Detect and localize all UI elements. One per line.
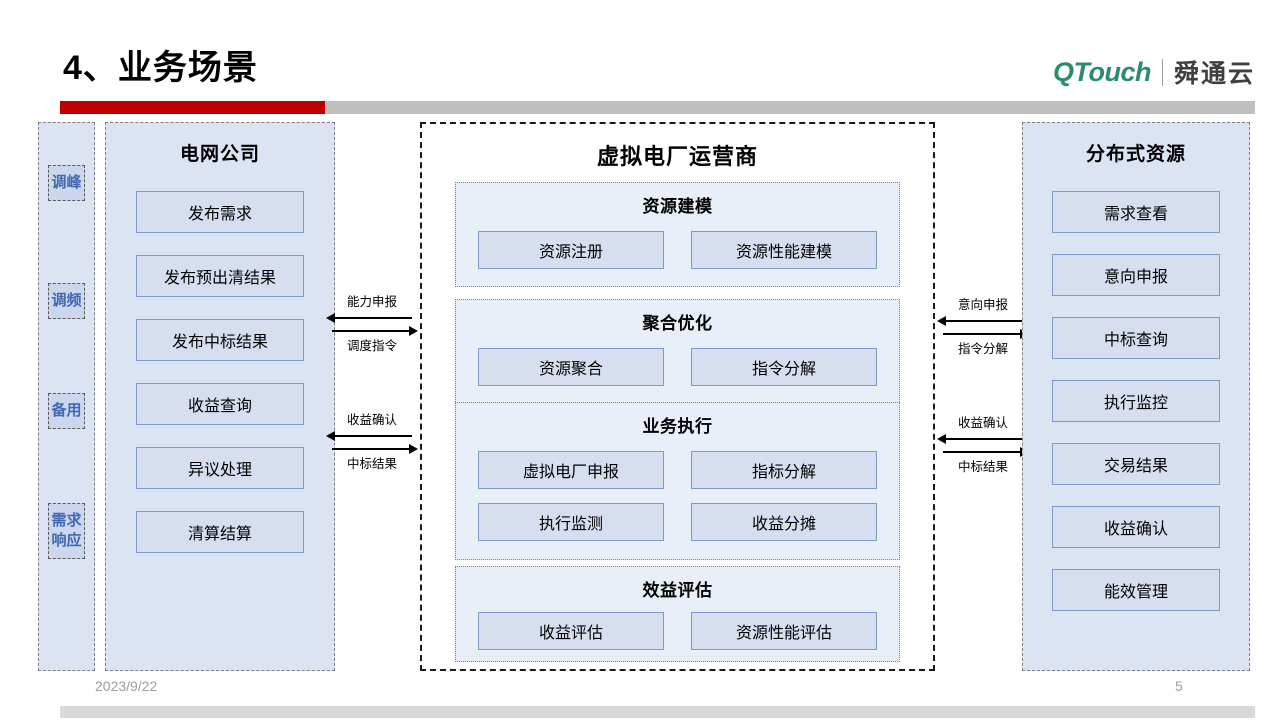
list-item[interactable]: 需求查看 bbox=[1052, 191, 1220, 233]
grid-company-column: 电网公司 发布需求 发布预出清结果 发布中标结果 收益查询 异议处理 清算结算 bbox=[105, 122, 335, 671]
rail-item-tiaopin[interactable]: 调频 bbox=[48, 283, 85, 319]
arrow-label: 能力申报 bbox=[346, 295, 397, 309]
arrow-label: 意向申报 bbox=[957, 298, 1008, 312]
title-underline-bar bbox=[60, 101, 1255, 114]
arrow-right-icon bbox=[326, 442, 418, 455]
brand-logo: QTouch 舜通云 bbox=[1053, 55, 1255, 89]
logo-divider bbox=[1161, 58, 1163, 86]
vpp-operator-column: 虚拟电厂运营商 资源建模 资源注册 资源性能建模 聚合优化 资源聚合 指令分解 … bbox=[420, 122, 935, 671]
grid-company-title: 电网公司 bbox=[179, 144, 260, 165]
arrow-label: 中标结果 bbox=[346, 457, 397, 471]
list-item[interactable]: 中标查询 bbox=[1052, 317, 1220, 359]
left-arrow-group-bottom: 收益确认 中标结果 bbox=[326, 411, 418, 473]
list-item[interactable]: 收益确认 bbox=[1052, 506, 1220, 548]
list-item[interactable]: 资源聚合 bbox=[478, 348, 664, 386]
scenario-rail: 调峰 调频 备用 需求响应 bbox=[38, 122, 95, 671]
list-item[interactable]: 执行监测 bbox=[478, 503, 664, 541]
page-title: 4、业务场景 bbox=[63, 49, 258, 87]
arrow-right-icon bbox=[326, 324, 418, 337]
distributed-resources-list: 需求查看 意向申报 中标查询 执行监控 交易结果 收益确认 能效管理 bbox=[1023, 191, 1249, 632]
title-underline-accent bbox=[60, 101, 325, 114]
list-item[interactable]: 指令分解 bbox=[691, 348, 877, 386]
section-title: 效益评估 bbox=[642, 581, 713, 600]
logo-chinese-name: 舜通云 bbox=[1173, 60, 1255, 88]
list-item[interactable]: 意向申报 bbox=[1052, 254, 1220, 296]
distributed-resources-title: 分布式资源 bbox=[1085, 144, 1186, 165]
arrow-label: 中标结果 bbox=[957, 460, 1008, 474]
footer-bar bbox=[60, 706, 1255, 718]
list-item[interactable]: 资源性能评估 bbox=[691, 612, 877, 650]
arrow-left-icon bbox=[326, 429, 418, 442]
distributed-resources-column: 分布式资源 需求查看 意向申报 中标查询 执行监控 交易结果 收益确认 能效管理 bbox=[1022, 122, 1250, 671]
list-item[interactable]: 发布预出清结果 bbox=[136, 255, 304, 297]
section-benefit-evaluation: 效益评估 收益评估 资源性能评估 bbox=[455, 566, 900, 662]
arrow-label: 调度指令 bbox=[346, 339, 397, 353]
list-item[interactable]: 资源性能建模 bbox=[691, 231, 877, 269]
list-item[interactable]: 能效管理 bbox=[1052, 569, 1220, 611]
section-business-execution: 业务执行 虚拟电厂申报 指标分解 执行监测 收益分摊 bbox=[455, 402, 900, 560]
list-item[interactable]: 收益评估 bbox=[478, 612, 664, 650]
list-item[interactable]: 交易结果 bbox=[1052, 443, 1220, 485]
list-item[interactable]: 发布需求 bbox=[136, 191, 304, 233]
footer-date: 2023/9/22 bbox=[95, 678, 158, 694]
list-item[interactable]: 收益分摊 bbox=[691, 503, 877, 541]
section-title: 资源建模 bbox=[642, 197, 713, 216]
rail-item-beiyong[interactable]: 备用 bbox=[48, 393, 85, 429]
arrow-left-icon bbox=[937, 314, 1029, 327]
rail-item-xuqiuxiangying[interactable]: 需求响应 bbox=[48, 503, 85, 559]
section-items: 资源聚合 指令分解 bbox=[478, 348, 877, 386]
list-item[interactable]: 清算结算 bbox=[136, 511, 304, 553]
list-item[interactable]: 资源注册 bbox=[478, 231, 664, 269]
vpp-operator-title: 虚拟电厂运营商 bbox=[596, 144, 758, 169]
list-item[interactable]: 指标分解 bbox=[691, 451, 877, 489]
logo-wordmark: QTouch bbox=[1052, 56, 1152, 87]
arrow-label: 收益确认 bbox=[957, 416, 1008, 430]
section-items: 虚拟电厂申报 指标分解 执行监测 收益分摊 bbox=[478, 451, 877, 541]
right-arrow-group-bottom: 收益确认 中标结果 bbox=[937, 414, 1029, 476]
section-items: 资源注册 资源性能建模 bbox=[478, 231, 877, 269]
rail-item-tiaofeng[interactable]: 调峰 bbox=[48, 165, 85, 201]
arrow-left-icon bbox=[326, 311, 418, 324]
list-item[interactable]: 执行监控 bbox=[1052, 380, 1220, 422]
arrow-left-icon bbox=[937, 432, 1029, 445]
list-item[interactable]: 异议处理 bbox=[136, 447, 304, 489]
footer-page-number: 5 bbox=[1175, 678, 1183, 694]
arrow-label: 指令分解 bbox=[957, 342, 1008, 356]
section-items: 收益评估 资源性能评估 bbox=[478, 612, 877, 650]
arrow-label: 收益确认 bbox=[346, 413, 397, 427]
section-aggregation-optimization: 聚合优化 资源聚合 指令分解 bbox=[455, 299, 900, 404]
right-arrow-group-top: 意向申报 指令分解 bbox=[937, 296, 1029, 358]
section-title: 业务执行 bbox=[642, 417, 713, 436]
arrow-right-icon bbox=[937, 327, 1029, 340]
list-item[interactable]: 发布中标结果 bbox=[136, 319, 304, 361]
list-item[interactable]: 收益查询 bbox=[136, 383, 304, 425]
section-title: 聚合优化 bbox=[642, 314, 713, 333]
list-item[interactable]: 虚拟电厂申报 bbox=[478, 451, 664, 489]
grid-company-list: 发布需求 发布预出清结果 发布中标结果 收益查询 异议处理 清算结算 bbox=[106, 191, 334, 575]
left-arrow-group-top: 能力申报 调度指令 bbox=[326, 293, 418, 355]
section-resource-modeling: 资源建模 资源注册 资源性能建模 bbox=[455, 182, 900, 287]
arrow-right-icon bbox=[937, 445, 1029, 458]
